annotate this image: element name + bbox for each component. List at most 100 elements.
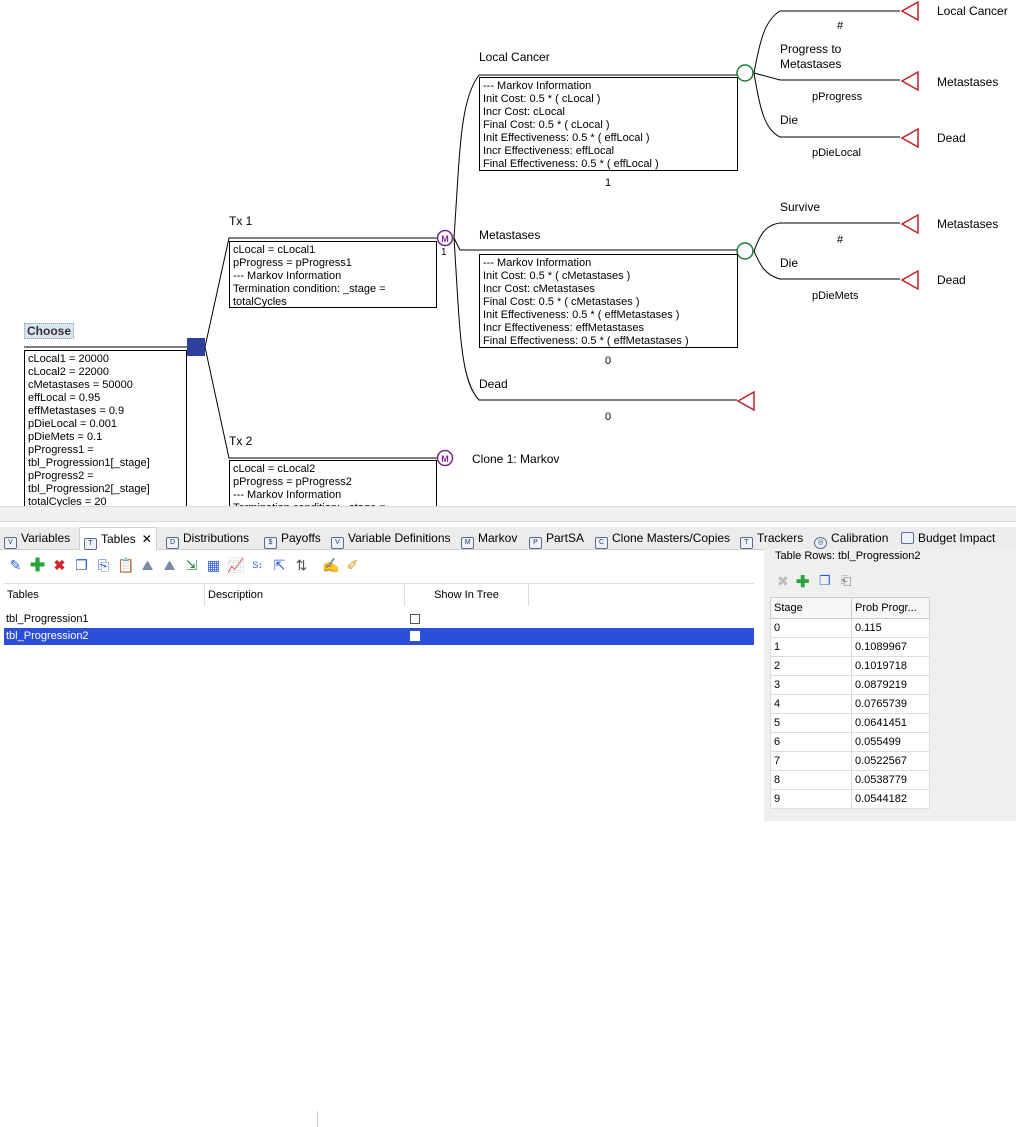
- copy-icon[interactable]: ⎘: [97, 557, 110, 573]
- copy-row-icon[interactable]: ❐: [819, 573, 831, 588]
- local-cancer-label[interactable]: Local Cancer: [479, 50, 550, 64]
- swap-icon[interactable]: ⇅: [295, 557, 308, 573]
- stage-cell[interactable]: 1: [770, 637, 852, 657]
- budget-impact-icon: [901, 532, 914, 544]
- import-icon[interactable]: ⇲: [185, 557, 198, 573]
- chart-area-icon[interactable]: ⛰: [141, 557, 154, 573]
- probability-cell[interactable]: 0.1089967: [851, 637, 930, 657]
- tab-payoffs[interactable]: $Payoffs: [264, 527, 321, 549]
- sort-icon[interactable]: S↕: [252, 560, 263, 570]
- stage-cell[interactable]: 5: [770, 713, 852, 733]
- terminal-dead-label-2[interactable]: Dead: [937, 273, 966, 287]
- probability-cell[interactable]: 0.0538779: [851, 770, 930, 790]
- stage-cell[interactable]: 3: [770, 675, 852, 695]
- stage-cell[interactable]: 7: [770, 751, 852, 771]
- metastases-label[interactable]: Metastases: [479, 228, 541, 242]
- column-header-description[interactable]: Description: [205, 584, 405, 606]
- add-icon[interactable]: ✚: [29, 555, 46, 575]
- terminal-metastases-label-2[interactable]: Metastases: [937, 217, 999, 231]
- trackers-icon: T: [740, 537, 753, 549]
- terminal-dead-label-1[interactable]: Dead: [937, 131, 966, 145]
- choose-node-label[interactable]: Choose: [24, 323, 75, 339]
- probability-cell[interactable]: 0.0879219: [851, 675, 930, 695]
- probability-cell[interactable]: 0.1019718: [851, 656, 930, 676]
- edit-icon[interactable]: ✎: [9, 557, 22, 573]
- stage-cell[interactable]: 2: [770, 656, 852, 676]
- stage-cell[interactable]: 4: [770, 694, 852, 714]
- local-die-label[interactable]: Die: [780, 113, 799, 127]
- stage-cell[interactable]: 0: [770, 618, 852, 638]
- mets-die-label[interactable]: Die: [780, 256, 799, 270]
- table-row[interactable]: tbl_Progression1: [4, 611, 754, 628]
- column-header-tables[interactable]: Tables: [4, 584, 205, 606]
- add-row-icon[interactable]: ✚: [796, 574, 810, 591]
- probability-cell[interactable]: 0.055499: [851, 732, 930, 752]
- tx1-label[interactable]: Tx 1: [229, 214, 253, 228]
- table-view-icon[interactable]: ▦: [206, 557, 221, 573]
- highlight-icon[interactable]: ✍: [322, 557, 340, 573]
- terminal-local-cancer-label[interactable]: Local Cancer: [937, 4, 1008, 18]
- probability-cell[interactable]: 0.115: [851, 618, 930, 638]
- stage-cell[interactable]: 9: [770, 789, 852, 809]
- stage-cell[interactable]: 6: [770, 732, 852, 752]
- probability-cell[interactable]: 0.0522567: [851, 751, 930, 771]
- probability-cell[interactable]: 0.0641451: [851, 713, 930, 733]
- choose-variable-line: cMetastases = 50000: [28, 379, 133, 391]
- survive-label[interactable]: Survive: [780, 200, 821, 214]
- dead-label[interactable]: Dead: [479, 377, 508, 391]
- export-icon[interactable]: ⇱: [273, 557, 286, 573]
- metastases-info-line: Incr Effectiveness: effMetastases: [483, 322, 645, 334]
- clone-label[interactable]: Clone 1: Markov: [472, 452, 560, 466]
- tab-budget-impact[interactable]: Budget Impact: [901, 527, 995, 549]
- terminal-metastases-label-1[interactable]: Metastases: [937, 75, 999, 89]
- tx1-info-line: --- Markov Information: [233, 270, 342, 282]
- show-in-tree-checkbox[interactable]: [410, 631, 420, 641]
- clear-highlight-icon[interactable]: ✐: [346, 557, 359, 573]
- column-header-prob-progression[interactable]: Prob Progr...: [851, 597, 930, 619]
- close-tab-icon[interactable]: ✕: [141, 532, 152, 546]
- column-header-stage[interactable]: Stage: [770, 597, 852, 619]
- tab-calibration[interactable]: ◎Calibration: [814, 527, 888, 549]
- choose-variable-line: effLocal = 0.95: [28, 392, 101, 404]
- progress-label[interactable]: Progress to Metastases: [780, 42, 842, 71]
- show-in-tree-checkbox[interactable]: [410, 614, 420, 624]
- stage-cell[interactable]: 8: [770, 770, 852, 790]
- chart-icon[interactable]: ⛰: [163, 557, 176, 573]
- tree-horizontal-scrollbar[interactable]: [0, 506, 1016, 522]
- delete-icon[interactable]: ✖: [53, 557, 66, 573]
- tx2-label[interactable]: Tx 2: [229, 434, 253, 448]
- probability-cell[interactable]: 0.0765739: [851, 694, 930, 714]
- partsa-icon: P: [529, 537, 542, 549]
- probability-cell[interactable]: 0.0544182: [851, 789, 930, 809]
- column-header-show-in-tree[interactable]: Show In Tree: [405, 584, 529, 606]
- table-row-selected[interactable]: tbl_Progression2: [4, 628, 754, 645]
- duplicate-icon[interactable]: ❐: [75, 557, 88, 573]
- line-graph-icon[interactable]: 📈: [227, 557, 245, 573]
- paste-row-icon[interactable]: ⎗: [841, 573, 852, 588]
